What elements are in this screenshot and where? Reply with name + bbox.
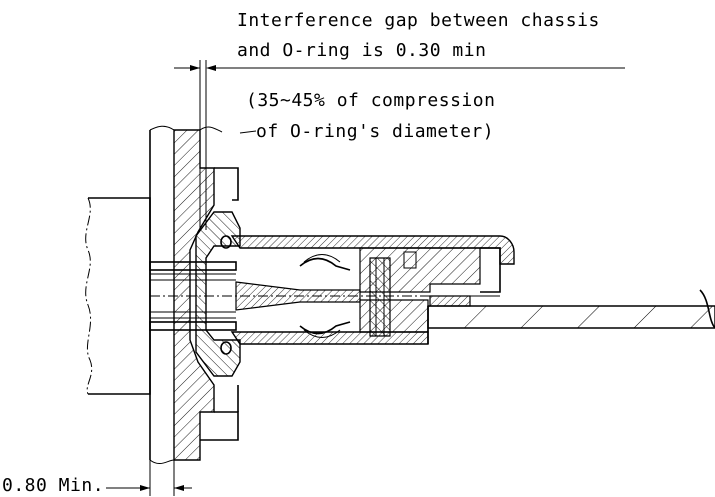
mating-panel	[85, 197, 151, 395]
compression-leader	[239, 130, 257, 134]
gap-note-line1: Interference gap between chassis	[237, 10, 600, 31]
insulator-disc	[369, 257, 391, 337]
pcb-board	[427, 289, 715, 329]
gap-note-line2: and O-ring is 0.30 min	[237, 40, 486, 61]
chassis-wall	[149, 125, 239, 465]
min-dimension-label: 0.80 Min.	[2, 475, 104, 496]
center-contact	[149, 254, 470, 338]
compression-note-line2: of O-ring's diameter)	[256, 121, 494, 142]
compression-note-line1: (35~45% of compression	[246, 90, 495, 111]
